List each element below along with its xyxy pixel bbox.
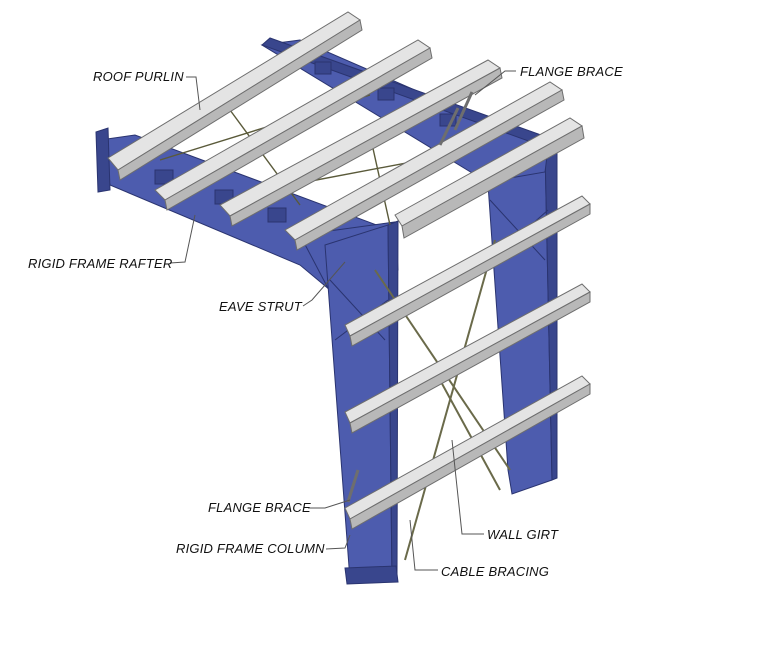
rafter-front-end-plate bbox=[95, 127, 111, 193]
wall-girt-web bbox=[349, 203, 591, 347]
flange-braces bbox=[346, 91, 474, 503]
roof-purlin-web bbox=[294, 89, 565, 251]
label-rigid-frame-column: RIGID FRAME COLUMN bbox=[176, 541, 325, 556]
leader-eave-strut bbox=[302, 261, 346, 307]
flange-brace bbox=[438, 107, 460, 146]
label-roof-purlin: ROOF PURLIN bbox=[93, 69, 184, 84]
clip bbox=[314, 61, 332, 75]
label-flange-brace-bottom: FLANGE BRACE bbox=[208, 500, 311, 515]
roof-purlins bbox=[107, 11, 585, 251]
leader-wall-girt bbox=[451, 439, 484, 535]
leader-cable-bracing bbox=[409, 519, 438, 571]
clip bbox=[377, 87, 395, 101]
roof-purlin-web bbox=[164, 47, 433, 211]
wall-girt-web bbox=[349, 291, 591, 434]
stiffener bbox=[489, 199, 546, 261]
wall-cable bbox=[439, 379, 501, 491]
column-base bbox=[344, 565, 399, 585]
leader-rigid-frame-column bbox=[325, 534, 351, 550]
eave-strut-web bbox=[401, 125, 585, 239]
leader-roof-purlin bbox=[186, 76, 201, 111]
label-eave-strut: EAVE STRUT bbox=[219, 299, 303, 314]
purlin-clips bbox=[154, 61, 457, 223]
flange-brace bbox=[346, 469, 360, 503]
leader-flange-brace-bottom bbox=[308, 499, 351, 509]
labels: ROOF PURLIN FLANGE BRACE RIGID FRAME RAF… bbox=[28, 64, 623, 579]
clip bbox=[267, 207, 287, 223]
leader-flange-brace-top bbox=[474, 70, 516, 96]
leader-lines bbox=[169, 70, 516, 571]
roof-purlin-web bbox=[229, 67, 503, 227]
label-wall-girt: WALL GIRT bbox=[487, 527, 559, 542]
wall-girts bbox=[344, 195, 591, 530]
clip bbox=[154, 169, 174, 185]
label-flange-brace-top: FLANGE BRACE bbox=[520, 64, 623, 79]
flange-brace bbox=[453, 91, 474, 131]
label-cable-bracing: CABLE BRACING bbox=[441, 564, 549, 579]
leader-rigid-frame-rafter bbox=[169, 214, 196, 264]
roof-purlin-web bbox=[117, 19, 363, 181]
structure bbox=[95, 11, 591, 585]
label-rigid-frame-rafter: RIGID FRAME RAFTER bbox=[28, 256, 172, 271]
wall-girt-web bbox=[349, 383, 591, 530]
